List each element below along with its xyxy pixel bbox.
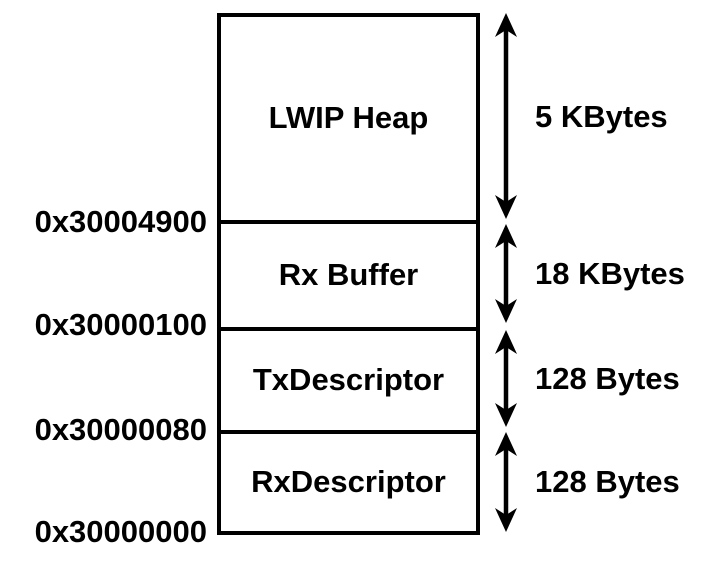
address-label-0x30000000: 0x30000000 xyxy=(34,514,207,549)
size-label-lwip-heap: 5 KBytes xyxy=(535,99,668,134)
memory-section-lwip-heap: LWIP Heap xyxy=(221,17,476,220)
double-arrow-icon-tx-descriptor xyxy=(495,330,517,427)
section-label-rx-buffer: Rx Buffer xyxy=(278,257,419,293)
size-label-rx-descriptor: 128 Bytes xyxy=(535,464,680,499)
double-arrow-icon-lwip-heap xyxy=(495,13,517,219)
size-label-rx-buffer: 18 KBytes xyxy=(535,256,685,291)
memory-section-rx-descriptor: RxDescriptor xyxy=(221,430,476,531)
section-label-rx-descriptor: RxDescriptor xyxy=(251,464,446,500)
address-label-0x30000100: 0x30000100 xyxy=(34,307,207,342)
double-arrow-icon-rx-descriptor xyxy=(495,432,517,532)
section-label-tx-descriptor: TxDescriptor xyxy=(252,362,445,398)
double-arrow-icon-rx-buffer xyxy=(495,224,517,323)
size-label-tx-descriptor: 128 Bytes xyxy=(535,361,680,396)
memory-section-tx-descriptor: TxDescriptor xyxy=(221,327,476,430)
address-label-0x30000080: 0x30000080 xyxy=(34,412,207,447)
memory-box: LWIP Heap Rx Buffer TxDescriptor RxDescr… xyxy=(217,13,480,535)
address-label-0x30004900: 0x30004900 xyxy=(34,204,207,239)
section-label-lwip-heap: LWIP Heap xyxy=(268,100,429,136)
memory-section-rx-buffer: Rx Buffer xyxy=(221,220,476,327)
